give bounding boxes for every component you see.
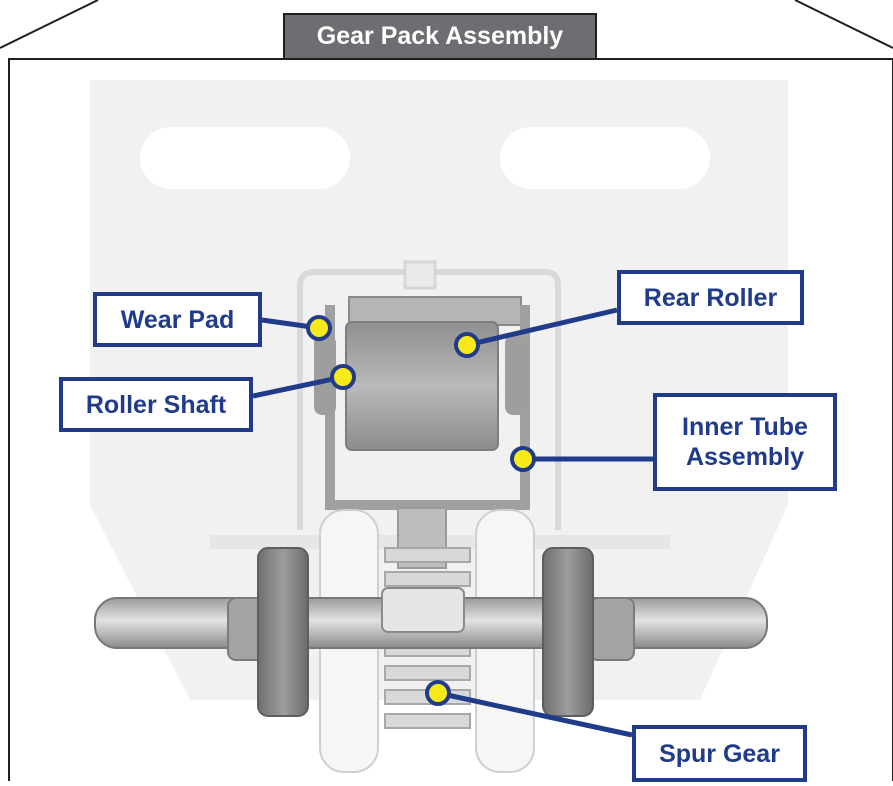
- callout-text: Wear Pad: [120, 305, 235, 334]
- callout-text-line2: Assembly: [685, 443, 805, 471]
- callout-text: Roller Shaft: [85, 390, 227, 419]
- shaft-hubs: [227, 547, 635, 717]
- callout-text: Spur Gear: [659, 739, 780, 768]
- marker-spur-gear: [425, 680, 451, 706]
- callout-roller-shaft: Roller Shaft: [59, 377, 253, 432]
- callout-text: Rear Roller: [643, 283, 778, 312]
- bracket-outline: [297, 260, 561, 530]
- callout-inner-tube-assembly: Inner Tube Assembly: [653, 393, 837, 491]
- callout-text-line1: Inner Tube: [682, 413, 808, 441]
- callout-wear-pad: Wear Pad: [93, 292, 262, 347]
- callout-rear-roller: Rear Roller: [617, 270, 804, 325]
- leader-lines: [252, 307, 653, 738]
- marker-inner-tube: [510, 446, 536, 472]
- callout-spur-gear: Spur Gear: [632, 725, 807, 782]
- marker-rear-roller: [454, 332, 480, 358]
- callout-markers: [306, 315, 536, 706]
- inner-tube-assembly: [314, 296, 530, 510]
- marker-roller-shaft: [330, 364, 356, 390]
- main-shaft: [94, 587, 768, 649]
- diagram-title: Gear Pack Assembly: [283, 13, 597, 60]
- marker-wear-pad: [306, 315, 332, 341]
